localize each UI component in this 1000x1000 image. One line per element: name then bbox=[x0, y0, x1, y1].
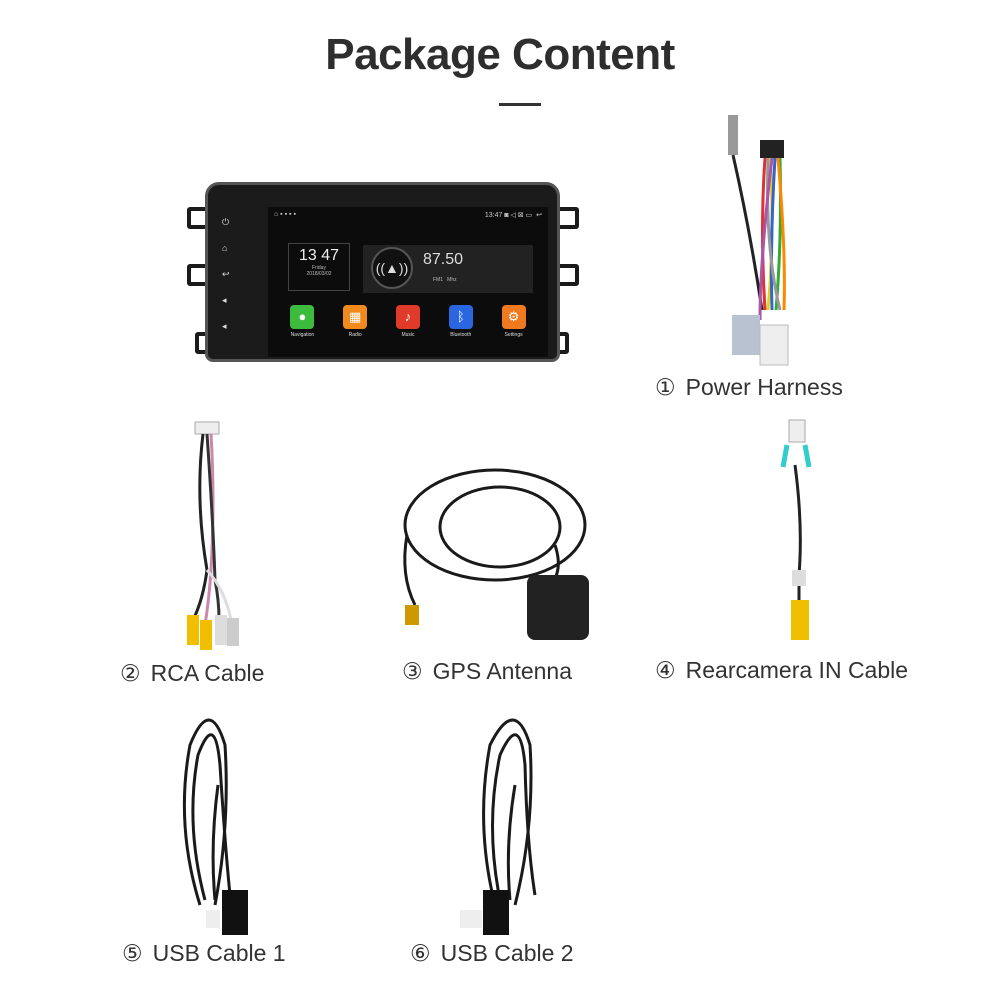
radio-frequency: 87.50 bbox=[423, 251, 464, 268]
app-radio: ▦ Radio bbox=[335, 305, 375, 338]
bluetooth-icon: ᛒ bbox=[448, 305, 473, 329]
clock-date: 2018/03/02 bbox=[306, 271, 332, 277]
gear-icon: ⚙ bbox=[501, 305, 526, 329]
head-unit-image: ⏻ ⌂ ↩ ◂ ◂ ⌂ ▪ ▪ ▪ ▪ 13:47 ◙ ◁ ⊠ ▭ ↩ 13 4… bbox=[185, 172, 580, 377]
app-music: ♪ Music bbox=[388, 305, 428, 338]
back-icon: ↩ bbox=[222, 269, 230, 279]
app-navigation: ● Navigation bbox=[282, 305, 322, 338]
gps-antenna-image bbox=[403, 468, 589, 640]
app-label: Radio bbox=[348, 332, 362, 338]
app-label: Navigation bbox=[290, 332, 315, 338]
usb-cable-1-image bbox=[182, 718, 248, 935]
rca-cable-image bbox=[187, 421, 239, 650]
app-bluetooth: ᛒ Bluetooth bbox=[441, 305, 481, 338]
antenna-icon: ((▲)) bbox=[371, 247, 413, 289]
clock-time: 13 47 bbox=[298, 247, 340, 264]
music-icon: ♪ bbox=[395, 305, 420, 329]
radio-unit: Mhz bbox=[447, 277, 457, 283]
home-icon: ⌂ ▪ ▪ ▪ ▪ bbox=[274, 211, 296, 218]
app-label: Settings bbox=[504, 332, 523, 338]
status-time: 13:47 bbox=[484, 212, 503, 219]
title-underline bbox=[499, 103, 541, 106]
page-title: Package Content bbox=[325, 30, 675, 79]
power-harness-image bbox=[728, 115, 789, 366]
clock-day: Friday bbox=[312, 265, 326, 271]
volume-down-icon: ◂ bbox=[222, 321, 227, 331]
app-label: Music bbox=[401, 332, 415, 338]
app-label: Bluetooth bbox=[450, 332, 472, 338]
status-bar: ⌂ ▪ ▪ ▪ ▪ 13:47 ◙ ◁ ⊠ ▭ ↩ bbox=[274, 211, 542, 223]
power-icon: ⏻ bbox=[222, 217, 230, 227]
home-icon: ⌂ bbox=[222, 243, 228, 253]
radio-widget: ((▲)) 87.50 FM1 Mhz bbox=[363, 245, 533, 293]
rearcamera-cable-image bbox=[780, 419, 812, 640]
clock-widget: 13 47 Friday 2018/03/02 bbox=[288, 243, 350, 291]
usb-cable-2-image bbox=[460, 718, 537, 935]
map-pin-icon: ● bbox=[290, 305, 315, 329]
bezel: ⏻ ⌂ ↩ ◂ ◂ ⌂ ▪ ▪ ▪ ▪ 13:47 ◙ ◁ ⊠ ▭ ↩ 13 4… bbox=[205, 182, 560, 362]
radio-icon: ▦ bbox=[343, 305, 368, 329]
volume-up-icon: ◂ bbox=[222, 295, 227, 305]
app-settings: ⚙ Settings bbox=[494, 305, 534, 338]
screen: ⌂ ▪ ▪ ▪ ▪ 13:47 ◙ ◁ ⊠ ▭ ↩ 13 47 Friday 2… bbox=[268, 207, 548, 357]
radio-band: FM1 bbox=[433, 277, 443, 283]
